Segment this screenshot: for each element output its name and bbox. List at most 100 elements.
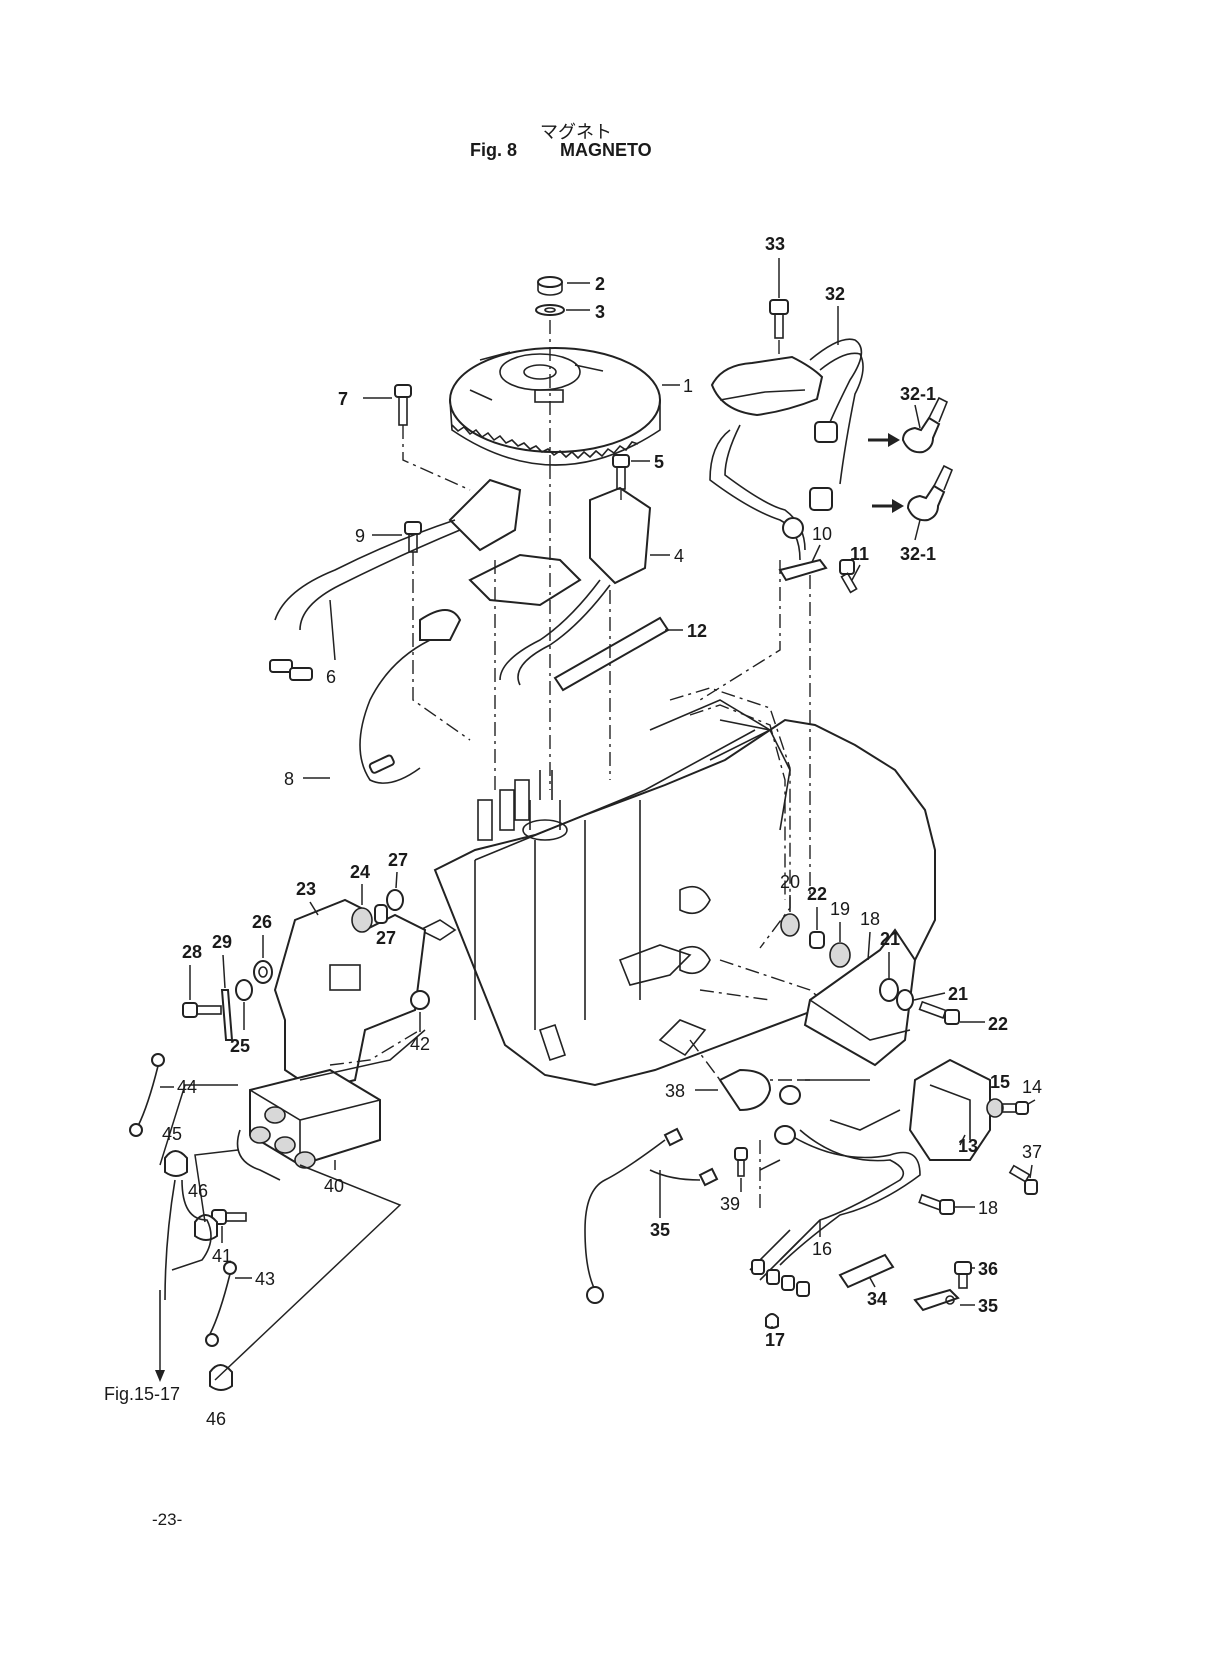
bolt-37 xyxy=(1008,1164,1038,1195)
protection-tube xyxy=(553,616,670,692)
lead-39 xyxy=(584,1127,719,1304)
callout-28: 26 xyxy=(252,912,272,932)
callout-4: 4 xyxy=(674,546,684,566)
wire-harness xyxy=(749,1085,921,1297)
cap-46-c xyxy=(209,1364,233,1391)
bolt-18 xyxy=(918,1193,955,1215)
callout-46-b: 46 xyxy=(188,1181,208,1201)
bolt-11 xyxy=(839,559,858,594)
collar-28 xyxy=(253,960,273,984)
callout-36: 36 xyxy=(978,1259,998,1279)
callout-15: 15 xyxy=(990,1072,1010,1092)
title-japanese: マグネト xyxy=(540,122,612,143)
fastener-30 xyxy=(182,1002,222,1018)
page-number: -23- xyxy=(152,1510,183,1529)
callout-42: 41 xyxy=(212,1246,232,1266)
callout-33: 33 xyxy=(765,234,785,254)
flywheel-washer xyxy=(535,304,565,316)
bolt-24 xyxy=(918,1000,960,1025)
grommet-20 xyxy=(829,942,851,968)
callout-17: 17 xyxy=(765,1330,785,1350)
washer-21-lower xyxy=(896,989,914,1011)
callout-38: 38 xyxy=(665,1081,685,1101)
arrow-lower xyxy=(872,499,904,513)
tube-34 xyxy=(838,1253,895,1289)
rectifier-regulator xyxy=(908,1058,991,1161)
callout-24: 22 xyxy=(988,1014,1008,1034)
callout-18: 18 xyxy=(978,1198,998,1218)
callout-44: 43 xyxy=(255,1269,275,1289)
callout-2: 2 xyxy=(595,274,605,294)
callout-16: 16 xyxy=(812,1239,832,1259)
flywheel xyxy=(449,347,661,466)
callout-3: 3 xyxy=(595,302,605,322)
callout-5: 5 xyxy=(654,452,664,472)
screw-5 xyxy=(612,454,630,490)
clamp-31 xyxy=(220,989,234,1041)
screw-7 xyxy=(394,384,412,426)
callout-32: 32 xyxy=(825,284,845,304)
cdi-unit xyxy=(236,1068,381,1181)
collar-23 xyxy=(809,931,825,949)
callout-34: 34 xyxy=(867,1289,887,1309)
callout-20: 19 xyxy=(830,899,850,919)
bolt-14 xyxy=(1001,1101,1029,1115)
callout-39: 35 xyxy=(650,1220,670,1240)
callout-41: 40 xyxy=(324,1176,344,1196)
nut-43 xyxy=(410,990,430,1010)
spark-plug-cap-lower xyxy=(906,464,954,522)
washer-15 xyxy=(986,1098,1004,1118)
right-guide-lines xyxy=(759,1079,870,1210)
cylinder-head-outline xyxy=(669,687,791,949)
terminal-35 xyxy=(913,1288,960,1312)
callout-32-1-upper: 32-1 xyxy=(900,384,936,404)
figure-number: Fig. 8 xyxy=(470,140,518,160)
lead-44 xyxy=(205,1261,237,1347)
callout-7: 7 xyxy=(338,389,348,409)
screw-9 xyxy=(404,521,422,553)
figure-title: MAGNETO xyxy=(560,140,652,160)
callout-22: 21 xyxy=(880,929,900,949)
reference-fig15-17: Fig.15-17 xyxy=(104,1384,180,1404)
callout-23: 22 xyxy=(807,884,827,904)
callout-12: 12 xyxy=(687,621,707,641)
fuse-holder-38 xyxy=(718,1068,772,1112)
callout-14: 14 xyxy=(1022,1077,1042,1097)
callout-1: 1 xyxy=(683,376,693,396)
pulser-coil-assembly xyxy=(269,478,582,681)
washer-27-lower xyxy=(235,979,253,1001)
callout-26: 24 xyxy=(350,862,370,882)
callout-13: 13 xyxy=(958,1136,978,1156)
cap-46-a xyxy=(164,1150,188,1177)
arrow-upper xyxy=(868,433,900,447)
ground-wire-terminal xyxy=(778,558,828,582)
callout-29: 27 xyxy=(376,928,396,948)
callout-19: 18 xyxy=(860,909,880,929)
callout-31: 29 xyxy=(212,932,232,952)
left-guide-lines xyxy=(159,1029,426,1381)
callout-37: 37 xyxy=(1022,1142,1042,1162)
callout-8: 8 xyxy=(284,769,294,789)
callout-21-upper: 20 xyxy=(780,872,800,892)
bolt-36 xyxy=(954,1261,972,1289)
coil-bolt xyxy=(769,299,789,339)
callout-40: 39 xyxy=(720,1194,740,1214)
callout-27-lower: 25 xyxy=(230,1036,250,1056)
callout-9: 9 xyxy=(355,526,365,546)
callout-10: 10 xyxy=(812,524,832,544)
bolt-40 xyxy=(734,1147,748,1177)
callout-11: 11 xyxy=(850,544,869,564)
spacer-21-upper xyxy=(780,913,800,937)
spark-plug-cap-upper xyxy=(901,396,949,454)
collar-29 xyxy=(374,904,388,924)
lead-45 xyxy=(129,1053,165,1137)
flywheel-nut xyxy=(537,276,563,296)
grommet-26 xyxy=(351,907,373,933)
callout-46-a: 45 xyxy=(162,1124,182,1144)
callout-43: 42 xyxy=(410,1034,430,1054)
assembly-guide-lines xyxy=(402,320,871,1081)
callout-46-c: 46 xyxy=(206,1409,226,1429)
callout-21-lower: 21 xyxy=(948,984,968,1004)
mounting-bracket xyxy=(273,898,427,1092)
